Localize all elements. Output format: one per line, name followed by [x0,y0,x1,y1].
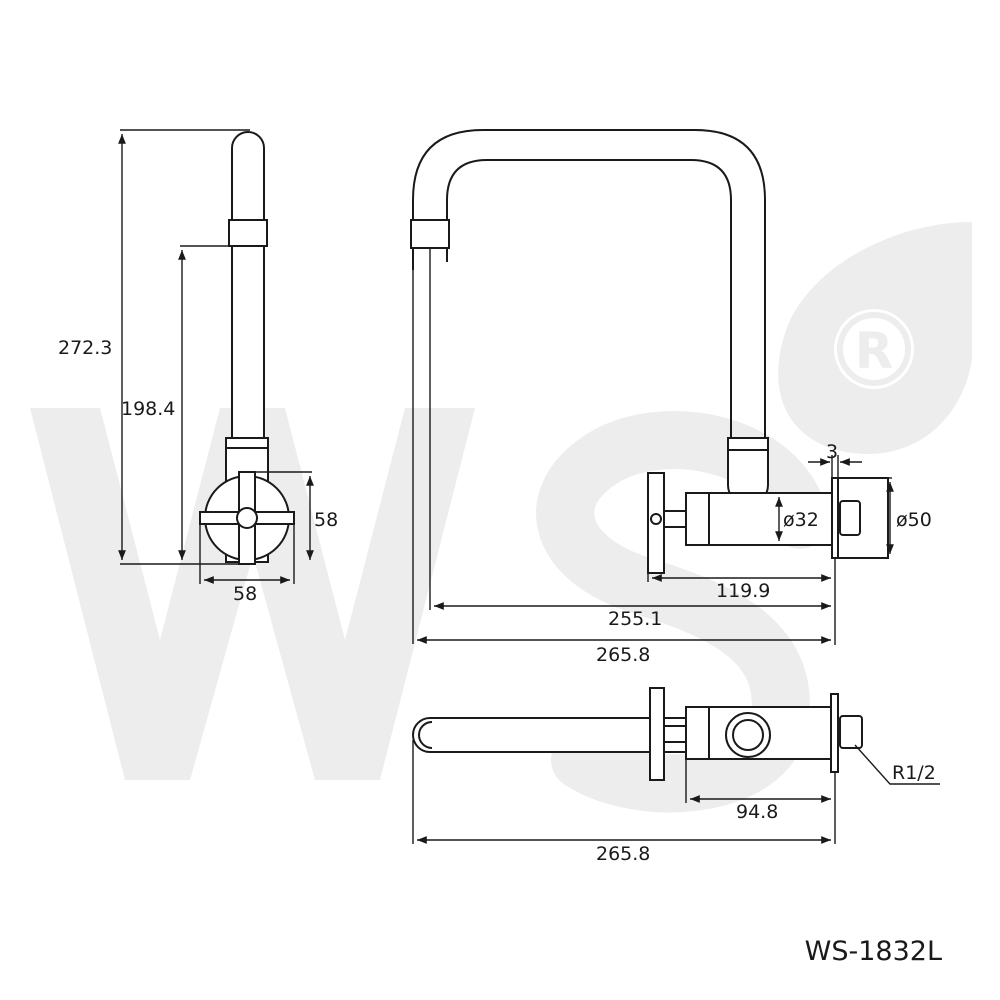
side-handle-hub [236,507,258,529]
dim-front-total-width: 265.8 [596,644,650,666]
top-swivel-ring-inner [732,719,764,751]
dim-spout-reach: 255.1 [608,608,662,630]
side-spout-pipe [231,131,265,440]
dim-flange-height: 58 [314,509,338,531]
top-spout-tip-curve [418,721,433,749]
top-view: R1/2 94.8 265.8 [412,687,940,865]
dim-height-total: 272.3 [58,337,112,359]
front-spout-outer [412,129,766,440]
top-handle-stem [663,725,687,743]
front-handle-stem [663,510,687,528]
watermark-logo: R [30,222,972,813]
dim-body-diameter: ø32 [783,509,819,531]
side-spout-collar [228,219,268,247]
dim-height-spout: 198.4 [121,398,175,420]
top-handle-bar [649,687,665,781]
dim-wall-plate: 3 [826,441,838,463]
top-flange-plate [830,693,839,773]
watermark-registered-ring [834,309,914,389]
model-number: WS-1832L [805,936,942,967]
top-thread-nipple [839,715,863,749]
side-lower-collar [225,437,269,449]
watermark-s-letter [536,411,829,813]
watermark-w-letter [30,408,475,780]
watermark-registered-ring-inner [837,312,911,386]
dim-flange-diameter: ø50 [896,509,932,531]
dim-handle-offset: 119.9 [716,580,770,602]
dim-thread: R1/2 [892,762,936,784]
dim-body-depth: 94.8 [736,801,778,823]
dim-top-total-width: 265.8 [596,843,650,865]
front-view: 3 ø32 ø50 119.9 255.1 265.8 [410,129,932,666]
front-spout-inner [446,159,732,440]
front-handle-hub [650,513,662,525]
dim-flange-width: 58 [233,583,257,605]
top-thread-leader [854,744,940,785]
front-spout-tip-collar [410,219,450,249]
front-thread-nipple [839,500,861,536]
watermark-registered-mark: R [855,322,894,380]
front-lower-collar [727,437,769,451]
side-view: 272.3 198.4 58 58 [58,129,338,605]
